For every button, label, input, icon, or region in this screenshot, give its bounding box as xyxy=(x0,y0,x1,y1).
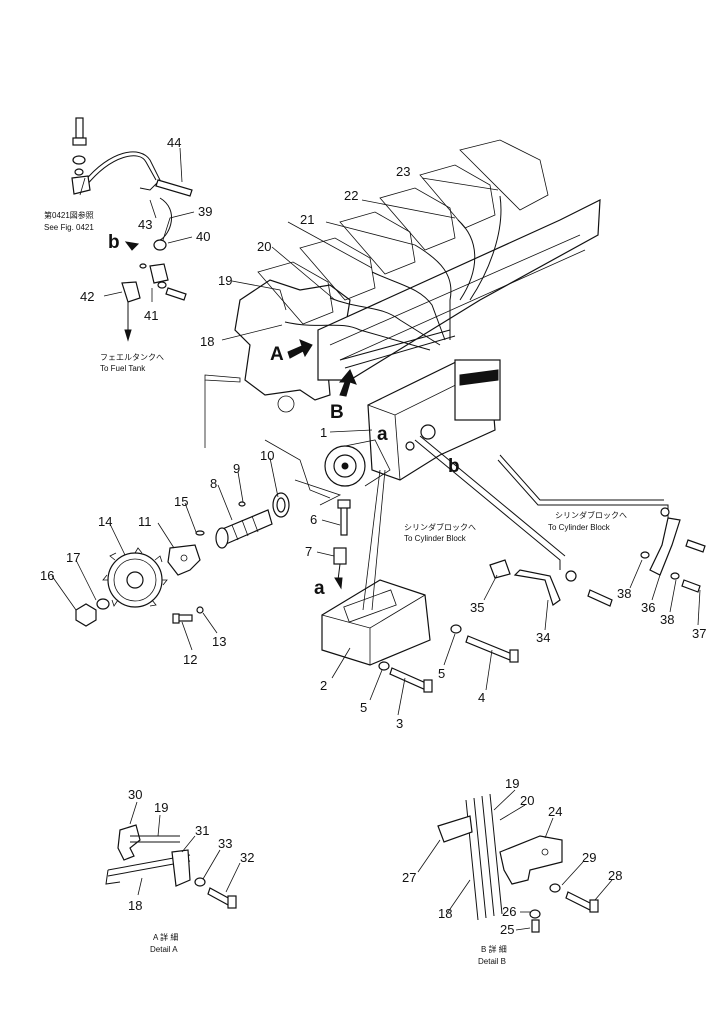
view-arrows xyxy=(287,339,357,397)
detail-b-callout-28: 28 xyxy=(608,868,622,883)
callout-35: 35 xyxy=(470,600,484,615)
callout-23: 23 xyxy=(396,164,410,179)
callout-19: 19 xyxy=(218,273,232,288)
reference-letters: A B a b a b xyxy=(108,232,460,599)
callout-5-lower: 5 xyxy=(360,700,367,715)
injection-pump xyxy=(324,359,501,487)
drive-coupling xyxy=(215,492,290,549)
see-fig-jp: 第0421図参照 xyxy=(44,210,94,220)
callout-5-upper: 5 xyxy=(438,666,445,681)
callout-13: 13 xyxy=(212,634,226,649)
callout-41: 41 xyxy=(144,308,158,323)
callout-42: 42 xyxy=(80,289,94,304)
notes: 第0421図参照 See Fig. 0421 フェエルタンクへ To Fuel … xyxy=(44,210,627,543)
detail-b-callout-25: 25 xyxy=(500,922,514,937)
detail-b-drawing xyxy=(417,789,613,933)
callout-37: 37 xyxy=(692,626,706,641)
callout-10: 10 xyxy=(260,448,274,463)
pump-bracket xyxy=(321,579,431,666)
callout-11: 11 xyxy=(138,514,152,529)
detail-a-title-jp: A 詳 細 xyxy=(153,932,178,942)
callout-21: 21 xyxy=(300,212,314,227)
injection-pipes xyxy=(284,195,502,369)
detail-a-callout-31: 31 xyxy=(195,823,209,838)
detail-b-labels: 19 20 24 27 29 28 18 26 25 B 詳 細 Detail … xyxy=(402,776,622,966)
bolts-and-washers xyxy=(333,499,519,693)
engine-block xyxy=(204,139,601,506)
detail-b-callout-24: 24 xyxy=(548,804,562,819)
detail-b-callout-18: 18 xyxy=(438,906,452,921)
detail-a-callout-18: 18 xyxy=(128,898,142,913)
detail-a-callout-30: 30 xyxy=(128,787,142,802)
cyl-block-right-jp: シリンダブロックへ xyxy=(555,510,627,520)
detail-b-callout-19: 19 xyxy=(505,776,519,791)
callout-15: 15 xyxy=(174,494,188,509)
fuel-tank-en: To Fuel Tank xyxy=(100,364,146,373)
lube-pipes xyxy=(414,435,706,607)
callout-44: 44 xyxy=(167,135,181,150)
callout-7: 7 xyxy=(305,544,312,559)
callout-numbers: 44 43 39 40 42 41 23 22 21 20 19 18 1 10… xyxy=(40,135,706,731)
drive-gear xyxy=(75,530,205,627)
detail-b-title-jp: B 詳 細 xyxy=(481,944,507,954)
detail-b-callout-20: 20 xyxy=(520,793,534,808)
fuel-return-line xyxy=(71,117,193,342)
callout-18: 18 xyxy=(200,334,214,349)
detail-b-callout-27: 27 xyxy=(402,870,416,885)
cyl-block-mid-en: To Cylinder Block xyxy=(404,534,467,543)
see-fig-en: See Fig. 0421 xyxy=(44,223,94,232)
callout-12: 12 xyxy=(183,652,197,667)
letter-A: A xyxy=(270,344,284,365)
callout-14: 14 xyxy=(98,514,112,529)
detail-b-callout-26: 26 xyxy=(502,904,516,919)
letter-a-pump: a xyxy=(377,424,388,445)
callout-36: 36 xyxy=(641,600,655,615)
letter-a-lower: a xyxy=(314,578,325,599)
detail-a-drawing xyxy=(105,801,241,909)
callout-39: 39 xyxy=(198,204,212,219)
leader-lines xyxy=(51,147,701,716)
cyl-block-right-en: To Cylinder Block xyxy=(548,523,611,532)
letter-b-upper: b xyxy=(108,232,120,253)
detail-a-callout-19: 19 xyxy=(154,800,168,815)
callout-3: 3 xyxy=(396,716,403,731)
callout-9: 9 xyxy=(233,461,240,476)
callout-1: 1 xyxy=(320,425,327,440)
callout-17: 17 xyxy=(66,550,80,565)
callout-16: 16 xyxy=(40,568,54,583)
callout-22: 22 xyxy=(344,188,358,203)
detail-a-title-en: Detail A xyxy=(150,945,178,954)
detail-b-callout-29: 29 xyxy=(582,850,596,865)
callout-40: 40 xyxy=(196,229,210,244)
callout-2: 2 xyxy=(320,678,327,693)
callout-8: 8 xyxy=(210,476,217,491)
callout-43: 43 xyxy=(138,217,152,232)
callout-6: 6 xyxy=(310,512,317,527)
callout-4: 4 xyxy=(478,690,485,705)
callout-34: 34 xyxy=(536,630,550,645)
callout-20: 20 xyxy=(257,239,271,254)
fuel-tank-jp: フェエルタンクへ xyxy=(100,353,164,362)
letter-b-pump: b xyxy=(448,456,460,477)
callout-38-right: 38 xyxy=(660,612,674,627)
detail-a-callout-33: 33 xyxy=(218,836,232,851)
detail-a-labels: 30 19 31 33 32 18 A 詳 細 Detail A xyxy=(128,787,254,954)
cyl-block-mid-jp: シリンダブロックへ xyxy=(404,522,476,532)
detail-b-title-en: Detail B xyxy=(478,957,506,966)
letter-B: B xyxy=(330,402,344,423)
detail-a-callout-32: 32 xyxy=(240,850,254,865)
callout-38-left: 38 xyxy=(617,586,631,601)
